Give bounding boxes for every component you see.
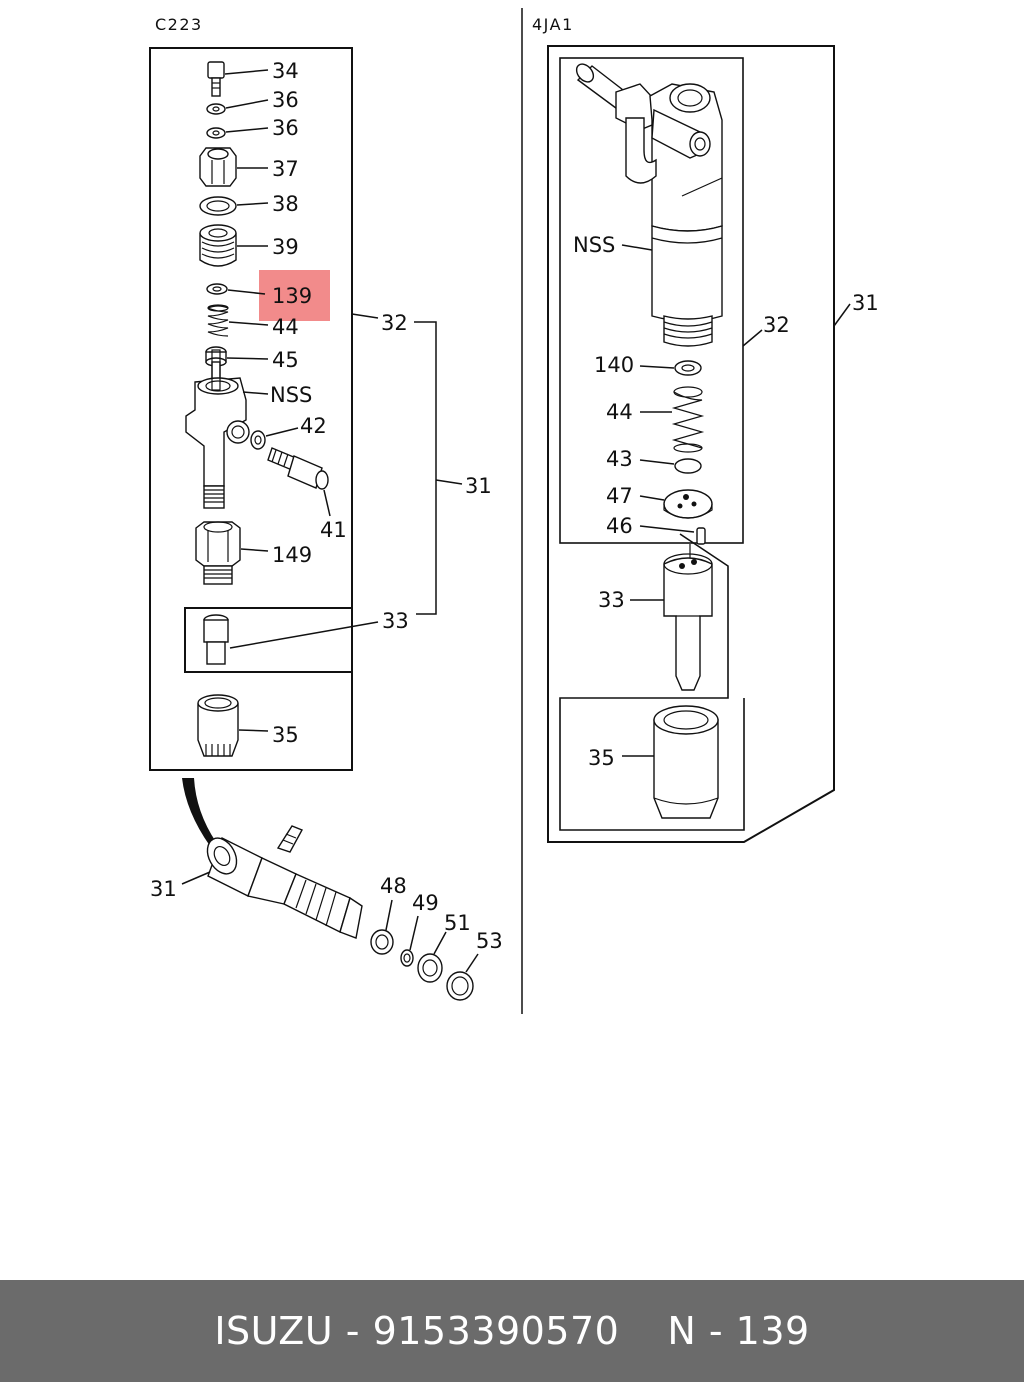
footer-ref: N - 139 [667, 1309, 810, 1353]
callout-35-left: 35 [272, 723, 299, 747]
highlight-box [259, 270, 330, 321]
part-35-sleeve-right [653, 705, 719, 819]
part-35-sleeve-left [197, 694, 239, 757]
right-box-33-35 [559, 533, 745, 831]
callout-38: 38 [272, 192, 299, 216]
bracket-32-33 [414, 321, 437, 615]
callout-31-left: 31 [465, 474, 492, 498]
callout-nss-left: NSS [270, 383, 312, 407]
footer-separator: - [345, 1309, 360, 1353]
part-140-shim [674, 360, 702, 376]
callout-32-right: 32 [763, 313, 790, 337]
callout-37: 37 [272, 157, 299, 181]
callout-41: 41 [320, 518, 347, 542]
callout-31-assembly: 31 [150, 877, 177, 901]
leader-32-left [351, 313, 379, 319]
callout-46: 46 [606, 514, 633, 538]
callout-149: 149 [272, 543, 312, 567]
callout-51: 51 [444, 911, 471, 935]
part-149-adapter [195, 521, 241, 585]
part-nss-body-right [575, 63, 723, 347]
right-box-32 [559, 57, 744, 544]
left-box-nozzle-frame [184, 607, 353, 673]
left-box-outline [149, 47, 353, 771]
part-139-shim [206, 283, 228, 295]
part-36-washer-b [206, 127, 226, 139]
part-47-plate [663, 489, 713, 519]
part-37-nut [199, 147, 237, 187]
callout-42: 42 [300, 414, 327, 438]
footer-brand: ISUZU [214, 1309, 334, 1353]
part-43-disk [674, 458, 702, 474]
callout-44-right: 44 [606, 400, 633, 424]
callout-139: 139 [272, 284, 312, 308]
callout-31-right: 31 [852, 291, 879, 315]
part-49-washer [400, 949, 414, 967]
callout-nss-right: NSS [573, 233, 615, 257]
footer-bar: ISUZU - 9153390570 N - 139 [0, 1280, 1024, 1382]
callout-36b: 36 [272, 116, 299, 140]
part-44-spring [207, 304, 229, 337]
part-33-nozzle-left [203, 614, 229, 665]
assembly-arrow [182, 778, 216, 846]
part-nss-body [185, 349, 250, 509]
callout-45: 45 [272, 348, 299, 372]
part-38-ring [199, 196, 237, 216]
part-36-washer-a [206, 103, 226, 115]
callout-33-left: 33 [382, 609, 409, 633]
right-box-outline [547, 45, 835, 843]
part-53-seal [446, 971, 474, 1001]
callout-53: 53 [476, 929, 503, 953]
part-48-ring [370, 929, 394, 955]
callout-35-right: 35 [588, 746, 615, 770]
callout-140: 140 [594, 353, 634, 377]
callout-39: 39 [272, 235, 299, 259]
callout-43: 43 [606, 447, 633, 471]
callout-34: 34 [272, 59, 299, 83]
callout-33-right: 33 [598, 588, 625, 612]
part-42-gasket [250, 430, 266, 450]
footer-part-number: 9153390570 [372, 1309, 620, 1353]
part-39-retainer [199, 224, 237, 267]
assembly-injector [206, 825, 363, 939]
parts-diagram: C223 34 36 36 37 38 39 139 [149, 8, 879, 1014]
callout-47: 47 [606, 484, 633, 508]
callout-32-left: 32 [381, 311, 408, 335]
diagram-canvas: C223 34 36 36 37 38 39 139 [149, 8, 879, 1014]
part-34-bolt [207, 61, 225, 97]
left-header: C223 [155, 15, 203, 34]
part-44-spring-right [671, 386, 705, 453]
callout-36a: 36 [272, 88, 299, 112]
part-33-nozzle-right [663, 553, 713, 691]
callout-48: 48 [380, 874, 407, 898]
leader-31-left [435, 479, 463, 485]
part-51-collar [417, 953, 443, 983]
callout-49: 49 [412, 891, 439, 915]
part-41-connector [267, 447, 329, 490]
right-header: 4JA1 [532, 15, 574, 34]
callout-44-left: 44 [272, 315, 299, 339]
